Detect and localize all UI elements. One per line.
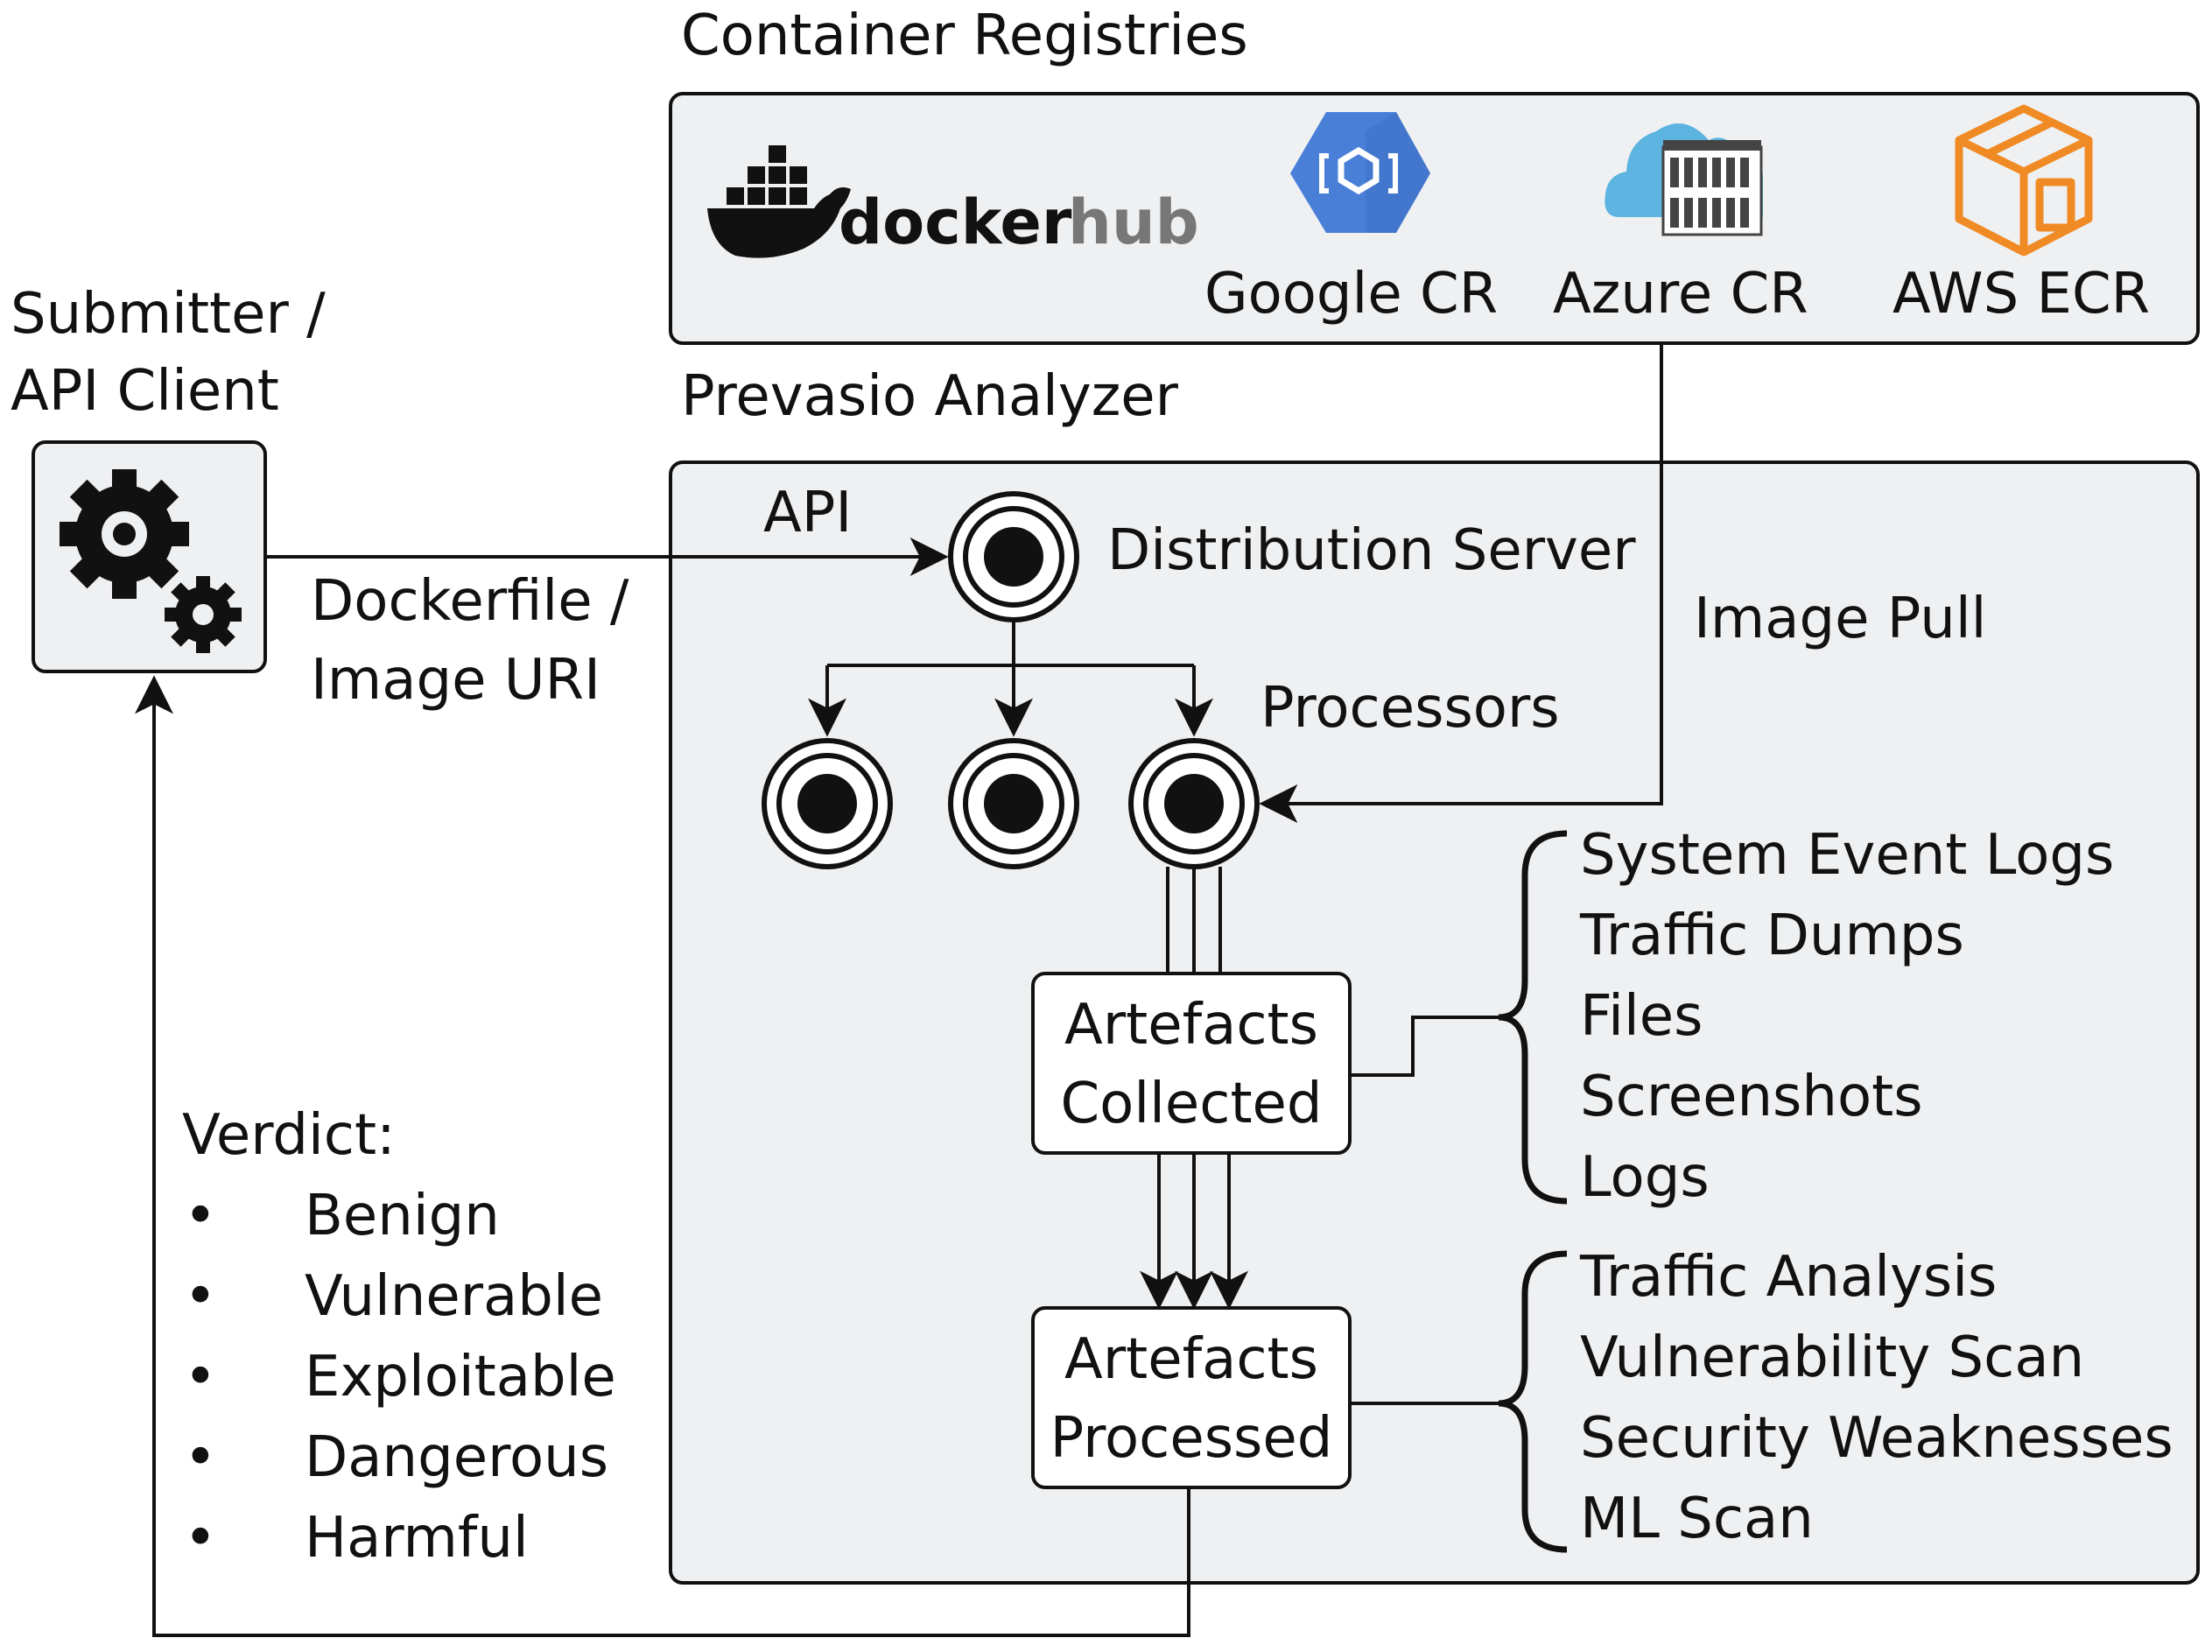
verdict-item-2: Vulnerable — [305, 1264, 603, 1329]
processor-to-collected-lines — [1166, 867, 1222, 974]
processor-node-1[interactable] — [762, 738, 893, 869]
collected-item-5: Logs — [1580, 1145, 1710, 1210]
processor-node-2[interactable] — [948, 738, 1079, 869]
processed-line1: Artefacts — [1064, 1327, 1318, 1392]
submitter-line2: API Client — [11, 359, 279, 424]
processed-item-1: Traffic Analysis — [1579, 1245, 1997, 1310]
artefacts-collected-box[interactable] — [1031, 972, 1352, 1155]
analyzer-panel — [669, 460, 2200, 1585]
analyzer-title: Prevasio Analyzer — [681, 364, 1179, 429]
azure-cr-icon — [1605, 123, 1763, 236]
collected-brace — [1498, 830, 1568, 1205]
verdict-item-1: Benign — [305, 1184, 500, 1248]
verdict-list: • Benign • Vulnerable • Exploitable • Da… — [184, 1184, 616, 1571]
registries-title: Container Registries — [681, 4, 1248, 68]
collected-item-4: Screenshots — [1580, 1065, 1923, 1129]
artefacts-processed-box[interactable] — [1031, 1306, 1352, 1489]
aws-ecr-icon — [1955, 104, 2093, 257]
collected-item-3: Files — [1580, 984, 1703, 1049]
input-line1: Dockerfile / — [311, 569, 629, 634]
verdict-bullet: • — [184, 1184, 217, 1248]
docker-whale-icon — [707, 145, 851, 258]
verdict-bullet: • — [184, 1425, 217, 1490]
verdict-item-3: Exploitable — [305, 1345, 616, 1409]
collected-item-1: System Event Logs — [1580, 823, 2114, 888]
input-line2: Image URI — [311, 648, 600, 713]
registries-panel — [669, 92, 2200, 345]
google-cr-label: Google CR — [1204, 262, 1498, 327]
verdict-item-4: Dangerous — [305, 1425, 608, 1490]
processed-item-4: ML Scan — [1580, 1487, 1814, 1551]
processed-line2: Processed — [1050, 1406, 1333, 1471]
processor-node-3[interactable] — [1128, 738, 1260, 869]
fanout-connectors — [808, 620, 1213, 737]
verdict-bullet: • — [184, 1345, 217, 1409]
api-label: API — [763, 481, 852, 545]
processors-label: Processors — [1260, 676, 1560, 741]
distribution-server-label: Distribution Server — [1107, 518, 1636, 583]
image-pull-arrow — [1259, 343, 1663, 823]
collected-item-2: Traffic Dumps — [1579, 903, 1964, 968]
docker-word: docker — [839, 186, 1072, 258]
gears-icon — [60, 469, 242, 653]
verdict-title: Verdict: — [182, 1103, 396, 1168]
submitter-line1: Submitter / — [11, 282, 326, 347]
processed-item-3: Security Weaknesses — [1580, 1406, 2173, 1471]
azure-cr-label: Azure CR — [1553, 262, 1808, 327]
distribution-server-node[interactable] — [948, 491, 1079, 622]
image-pull-label: Image Pull — [1694, 587, 1986, 651]
google-cr-icon — [1290, 112, 1430, 233]
verdict-bullet: • — [184, 1264, 217, 1329]
verdict-item-5: Harmful — [305, 1506, 529, 1571]
verdict-return-arrow — [135, 675, 1190, 1637]
collected-connector — [1350, 1016, 1499, 1077]
processed-item-2: Vulnerability Scan — [1580, 1325, 2084, 1390]
verdict-bullet: • — [184, 1506, 217, 1571]
collected-line2: Collected — [1060, 1072, 1322, 1136]
docker-hub-word: hub — [1068, 186, 1199, 258]
collected-line1: Artefacts — [1064, 993, 1318, 1058]
collected-to-processed-arrows — [1140, 1153, 1248, 1310]
aws-ecr-label: AWS ECR — [1892, 262, 2150, 327]
processed-brace — [1498, 1250, 1568, 1553]
